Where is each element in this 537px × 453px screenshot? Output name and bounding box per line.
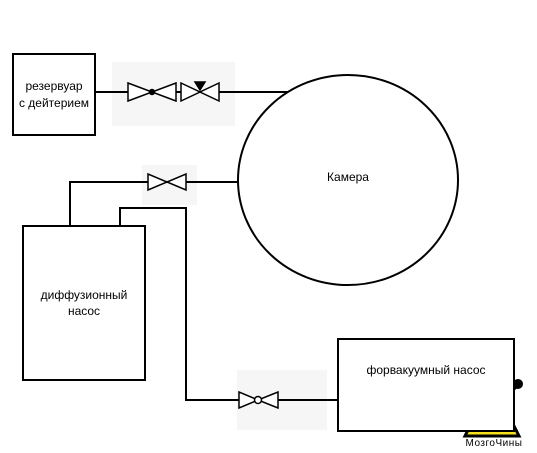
reservoir-label: резервуар с дейтерием: [18, 79, 90, 110]
chamber-label: Камера: [327, 170, 369, 184]
needle-valve-icon: [127, 81, 177, 103]
diffusion-pump: диффузионный насос: [22, 225, 146, 381]
chamber: [237, 74, 459, 286]
forevacuum-pump-label: форвакуумный насос: [366, 362, 486, 377]
logo-caption: МозгоЧины: [465, 438, 523, 449]
pipe-diffusion-to-forevacuum: [119, 207, 337, 401]
gate-valve-icon: [238, 390, 279, 410]
diffusion-pump-label: диффузионный насос: [40, 287, 128, 318]
deuterium-reservoir: резервуар с дейтерием: [12, 53, 96, 136]
gate-valve-icon: [180, 81, 220, 103]
gate-valve-icon: [147, 172, 187, 192]
forevacuum-pump: форвакуумный насос: [337, 338, 515, 432]
